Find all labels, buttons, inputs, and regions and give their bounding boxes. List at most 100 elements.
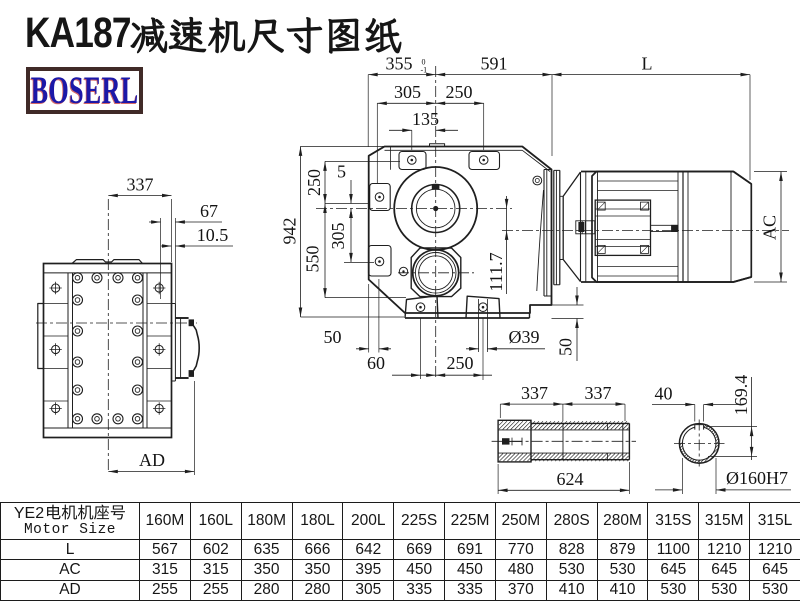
drawing-circle [534,178,540,183]
table-header-cn-prefix: YE2 [13,504,45,522]
dim-label-624: 624 [557,469,584,489]
drawing-lines [553,169,560,286]
dim-label-shaft-337a: 337 [521,383,548,403]
drawing-rect [640,244,649,254]
drawing-lines [390,146,488,352]
center-dot [419,305,422,309]
dim-label-942: 942 [280,218,300,245]
front-view: 337 67 10.5 AD [36,175,233,475]
dim-label-front-337: 337 [127,175,154,195]
drawing-path [465,295,501,319]
dim-label-305-left: 305 [328,223,348,250]
table-col-header: 200L [342,502,395,540]
dim-label-L: L [642,54,653,74]
cjk-glyph [47,504,61,520]
face-bolt-inner [134,359,141,365]
table-col-header: 315M [698,502,751,540]
table-cell: 450 [393,559,446,581]
housing-side-outline [367,145,553,314]
face-bolt-inner [74,359,81,365]
drawing-lines [596,201,649,254]
face-bolt-inner [74,416,81,422]
drawing-rect [188,319,194,327]
table-col-header: 250M [494,502,547,540]
dim-label-60: 60 [367,353,385,373]
cjk-glyph [365,17,402,54]
drawing-rect [468,150,501,171]
face-bolt-inner [115,416,121,422]
table-col-header: 160L [189,502,242,540]
table-cell: 770 [494,538,547,561]
table-cell: 645 [698,559,751,581]
drawing-lines [384,149,551,296]
cjk-glyph [110,505,126,520]
face-bolt [91,413,103,425]
drawing-rect [578,221,585,232]
table-col-header: 280M [596,502,649,540]
cjk-glyph [77,504,94,520]
drawing-lines [498,423,630,460]
housing-end-outline [42,262,173,439]
table-cell: 315 [139,559,191,581]
table-cell: 669 [393,538,446,561]
title-cjk-glyphs [130,16,402,54]
face-bolt [131,413,144,425]
table-cell: 450 [444,559,496,581]
table-header-row: YE2YE2电机机座号Motor Size160M160L180M180L200… [0,502,800,540]
table-cell: 645 [749,559,800,581]
drawing-path [404,295,439,319]
drawing-lines [43,195,233,472]
center-dot [378,260,381,263]
table-cell: 280 [291,579,344,601]
dim-label-591: 591 [481,54,508,74]
drawing-lines [544,169,552,297]
page-title: KA187 减速机尺寸图纸 [25,12,402,57]
drawing-rect [369,182,391,212]
hatch-lines [498,453,629,462]
face-bolt-inner [134,416,141,422]
dim-label-5: 5 [337,162,346,182]
face-bolt-inner [134,275,141,281]
drawing-circle [398,266,409,277]
dim-label-1694: 169.4 [731,375,751,416]
cjk-glyph [61,504,78,520]
hatch-lines [498,420,629,430]
face-bolt [131,325,144,337]
drawing-lines [300,74,782,376]
table-row-label: AD [0,579,140,601]
table-header-cn-glyphs [47,504,126,520]
table-cell: 642 [342,538,395,561]
table-cell: 828 [545,538,598,561]
brand-logo: BOSERL [26,67,143,114]
brand-logo-text: BOSERL [30,68,139,113]
dim-label-AC: AC [760,215,780,240]
dim-label-355: 355 [386,54,413,74]
cjk-glyph [94,504,110,520]
table-cell: 370 [494,579,547,601]
dim-label-40: 40 [655,384,673,404]
dim-label-250-left: 250 [304,169,324,196]
drawing-lines [553,170,684,285]
table-cell: 691 [444,538,496,561]
drawing-path [192,325,200,371]
table-cell: 530 [647,579,700,601]
face-bolt [112,272,124,284]
face-bolt [131,384,144,396]
dim-label-160h7: Ø160H7 [726,468,788,488]
face-bolt [71,413,84,425]
dim-label-355-tol-top: 0 [422,58,426,67]
dim-label-50-right: 50 [556,338,576,356]
face-bolt-inner [134,328,141,334]
face-bolt-inner [134,387,141,393]
table-cell: 530 [596,559,649,581]
drawing-lines [160,199,195,475]
table-col-header: 160M [139,502,191,540]
drawing-circle [374,256,385,267]
drawing-lines [497,404,630,494]
drawing-lines [581,170,734,283]
drawing-path [429,143,446,147]
drawing-path [732,170,752,185]
